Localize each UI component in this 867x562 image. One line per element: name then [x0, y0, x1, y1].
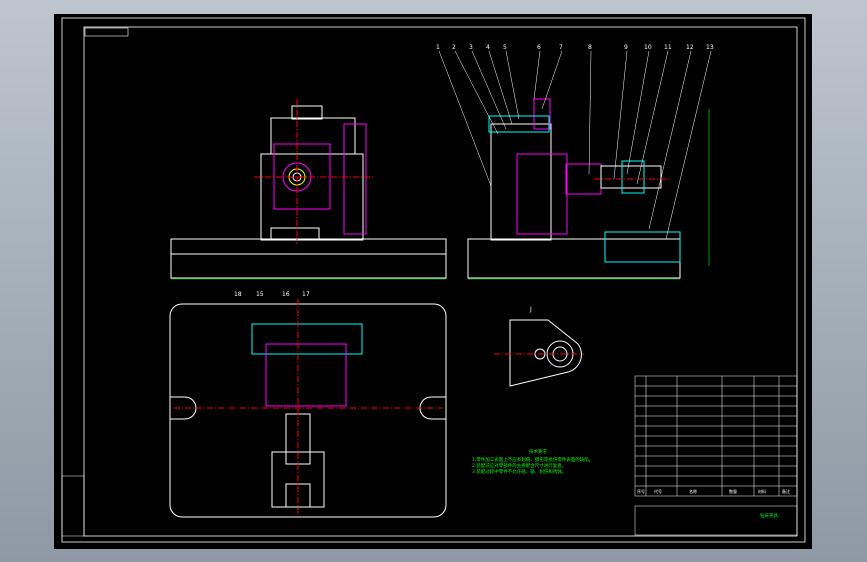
- detail-view-j: [494, 319, 584, 387]
- tech-req-line-1: 1.零件加工表面上不应有划痕、擦伤等损伤零件表面的缺陷。: [472, 456, 593, 463]
- balloon-5[interactable]: 5: [503, 44, 507, 51]
- annotation-layer: 1 2 3 4 5 6 7 8 9 10 11 12 13 18 15 16 1…: [234, 44, 790, 519]
- outer-border: [61, 17, 806, 543]
- tech-req-line-3: 3.装配过程中零件不允许磕、碰、划伤和锈蚀。: [472, 468, 566, 475]
- balloon-3[interactable]: 3: [469, 44, 473, 51]
- balloon-8[interactable]: 8: [588, 44, 592, 51]
- balloon-4[interactable]: 4: [486, 44, 490, 51]
- balloon-11[interactable]: 11: [664, 44, 672, 51]
- tech-req-line-2: 2.装配前应对零部件的主要配合尺寸进行复查。: [472, 462, 566, 469]
- inner-border: [83, 26, 798, 537]
- top-view: [169, 299, 447, 518]
- balloon-1[interactable]: 1: [436, 44, 440, 51]
- balloon-2[interactable]: 2: [452, 44, 456, 51]
- section-label-18[interactable]: 18: [234, 291, 242, 298]
- side-view: [467, 98, 710, 280]
- balloon-numbers: 1 2 3 4 5 6 7 8 9 10 11 12 13: [436, 44, 714, 51]
- header-name: 名称: [689, 488, 697, 494]
- section-label-16[interactable]: 16: [282, 291, 290, 298]
- header-seq: 序号: [637, 488, 645, 494]
- section-label-17[interactable]: 17: [302, 291, 310, 298]
- balloon-10[interactable]: 10: [644, 44, 652, 51]
- header-qty: 数量: [729, 488, 737, 494]
- corner-label-box: [84, 27, 129, 37]
- header-code: 代号: [654, 488, 662, 494]
- balloon-leaders: [438, 50, 712, 240]
- balloon-13[interactable]: 13: [706, 44, 714, 51]
- view-label-j[interactable]: J: [529, 306, 532, 313]
- section-label-15[interactable]: 15: [256, 291, 264, 298]
- tech-req-title: 技术要求: [529, 448, 547, 455]
- balloon-12[interactable]: 12: [686, 44, 694, 51]
- cad-viewport[interactable]: 1 2 3 4 5 6 7 8 9 10 11 12 13 18 15 16 1…: [54, 14, 812, 549]
- balloon-7[interactable]: 7: [559, 44, 563, 51]
- title-block-text: 序号 代号 名称 数量 材料 备注 钻床夹具: [637, 488, 790, 519]
- parts-list: [61, 375, 798, 537]
- technical-requirements: 技术要求 1.零件加工表面上不应有划痕、擦伤等损伤零件表面的缺陷。 2.装配前应…: [472, 448, 593, 475]
- header-material: 材料: [758, 488, 766, 494]
- balloon-9[interactable]: 9: [624, 44, 628, 51]
- section-numbers: 18 15 16 17: [234, 291, 310, 298]
- front-view: [170, 99, 447, 280]
- drawing-canvas: [61, 17, 806, 543]
- balloon-6[interactable]: 6: [537, 44, 541, 51]
- header-remark: 备注: [782, 488, 790, 494]
- drawing-name: 钻床夹具: [760, 512, 778, 519]
